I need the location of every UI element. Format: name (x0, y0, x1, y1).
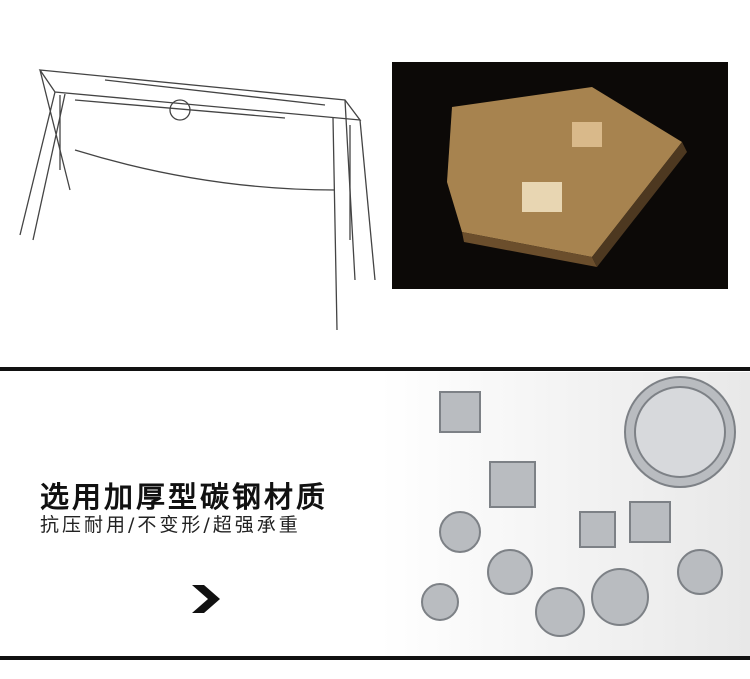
chevron-right-icon (192, 585, 220, 613)
divider-bottom (0, 656, 750, 660)
subheadline: 抗压耐用/不变形/超强承重 (40, 514, 301, 536)
apartment-floorplan-render (392, 62, 728, 289)
folding-scaffold-sketch (19, 69, 376, 331)
divider-top (0, 367, 750, 371)
headline: 选用加厚型碳钢材质 (40, 480, 329, 514)
steel-pipes-image (380, 372, 750, 658)
